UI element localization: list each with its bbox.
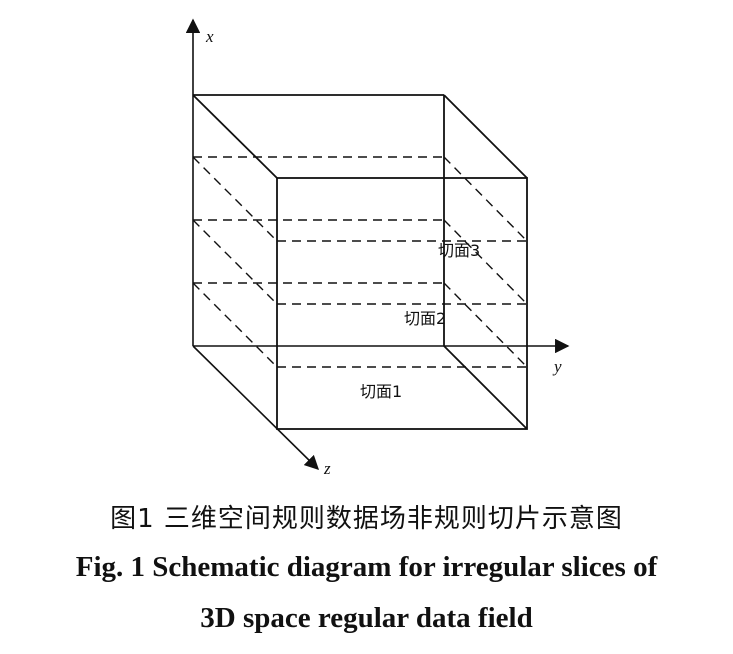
slice-plane-middle-lower [192,282,528,368]
cube-bottom-right-edge [443,345,528,430]
slice-planes [192,156,528,368]
axes [185,18,570,471]
slice-label-1: 切面1 [360,382,402,401]
cube-top-right-edge [443,94,528,179]
slice-label-2: 切面2 [404,309,446,328]
figure-caption-english-line1: Fig. 1 Schematic diagram for irregular s… [75,551,658,583]
figure-caption-english-line2: 3D space regular data field [200,602,533,634]
figure-caption-chinese: 图1 三维空间规则数据场非规则切片示意图 [110,504,623,534]
cube [192,94,528,430]
z-axis-label: z [323,459,331,478]
z-axis [192,345,320,471]
slice-plane-upper [192,156,528,242]
y-axis-label: y [552,357,562,376]
slice-plane-middle-upper [192,219,528,305]
slice-label-3: 切面3 [438,241,480,260]
x-axis-label: x [205,27,214,46]
cube-slice-diagram: x y z 切面3 切面2 切面1 [185,18,570,478]
cube-top-left-edge [192,94,278,179]
